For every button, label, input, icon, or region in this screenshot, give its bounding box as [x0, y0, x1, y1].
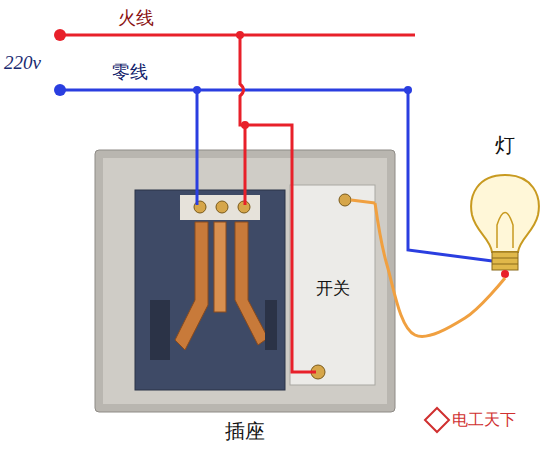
- bulb-base: [492, 252, 518, 270]
- lamp: 灯: [465, 128, 545, 278]
- lamp-wire: [351, 200, 375, 203]
- bulb-thread: [492, 264, 518, 265]
- switch-box: 开关: [290, 185, 375, 385]
- bulb-filament: [497, 213, 513, 249]
- node-label: 灯: [465, 132, 545, 159]
- live-wire: [240, 35, 245, 205]
- neutral-contact: [175, 222, 208, 350]
- junction-dot: [404, 86, 412, 94]
- wire-label: 火线: [118, 6, 154, 30]
- earth-contact: [214, 222, 226, 312]
- socket-body: [135, 190, 285, 390]
- watermark: 电工天下: [452, 410, 516, 431]
- bulb-glass: [471, 175, 539, 252]
- watermark-logo: [425, 408, 449, 432]
- junction-dot: [241, 121, 249, 129]
- lamp-wire: [375, 203, 505, 336]
- junction-dot: [236, 31, 244, 39]
- bulb-thread: [492, 258, 518, 259]
- terminal-screw: [216, 201, 228, 213]
- voltage-label: 220v: [4, 52, 41, 74]
- node-label: 开关: [290, 277, 375, 300]
- neutral-wire: [196, 90, 199, 205]
- wire-label: 零线: [112, 60, 148, 84]
- neutral-terminal: [54, 84, 66, 96]
- live-contact: [235, 222, 268, 345]
- neutral-wire: [60, 89, 410, 92]
- junction-dot: [193, 86, 201, 94]
- switch-body: [290, 185, 375, 385]
- live-wire: [245, 125, 316, 372]
- node-label: 插座: [95, 418, 395, 445]
- terminal-block: [180, 195, 260, 220]
- bulb-contact: [501, 270, 509, 278]
- socket-slot: [150, 300, 170, 360]
- socket-plate: 插座 开关: [95, 150, 395, 448]
- socket-slot: [265, 300, 277, 350]
- switch-terminal: [339, 194, 351, 206]
- live-terminal: [54, 29, 66, 41]
